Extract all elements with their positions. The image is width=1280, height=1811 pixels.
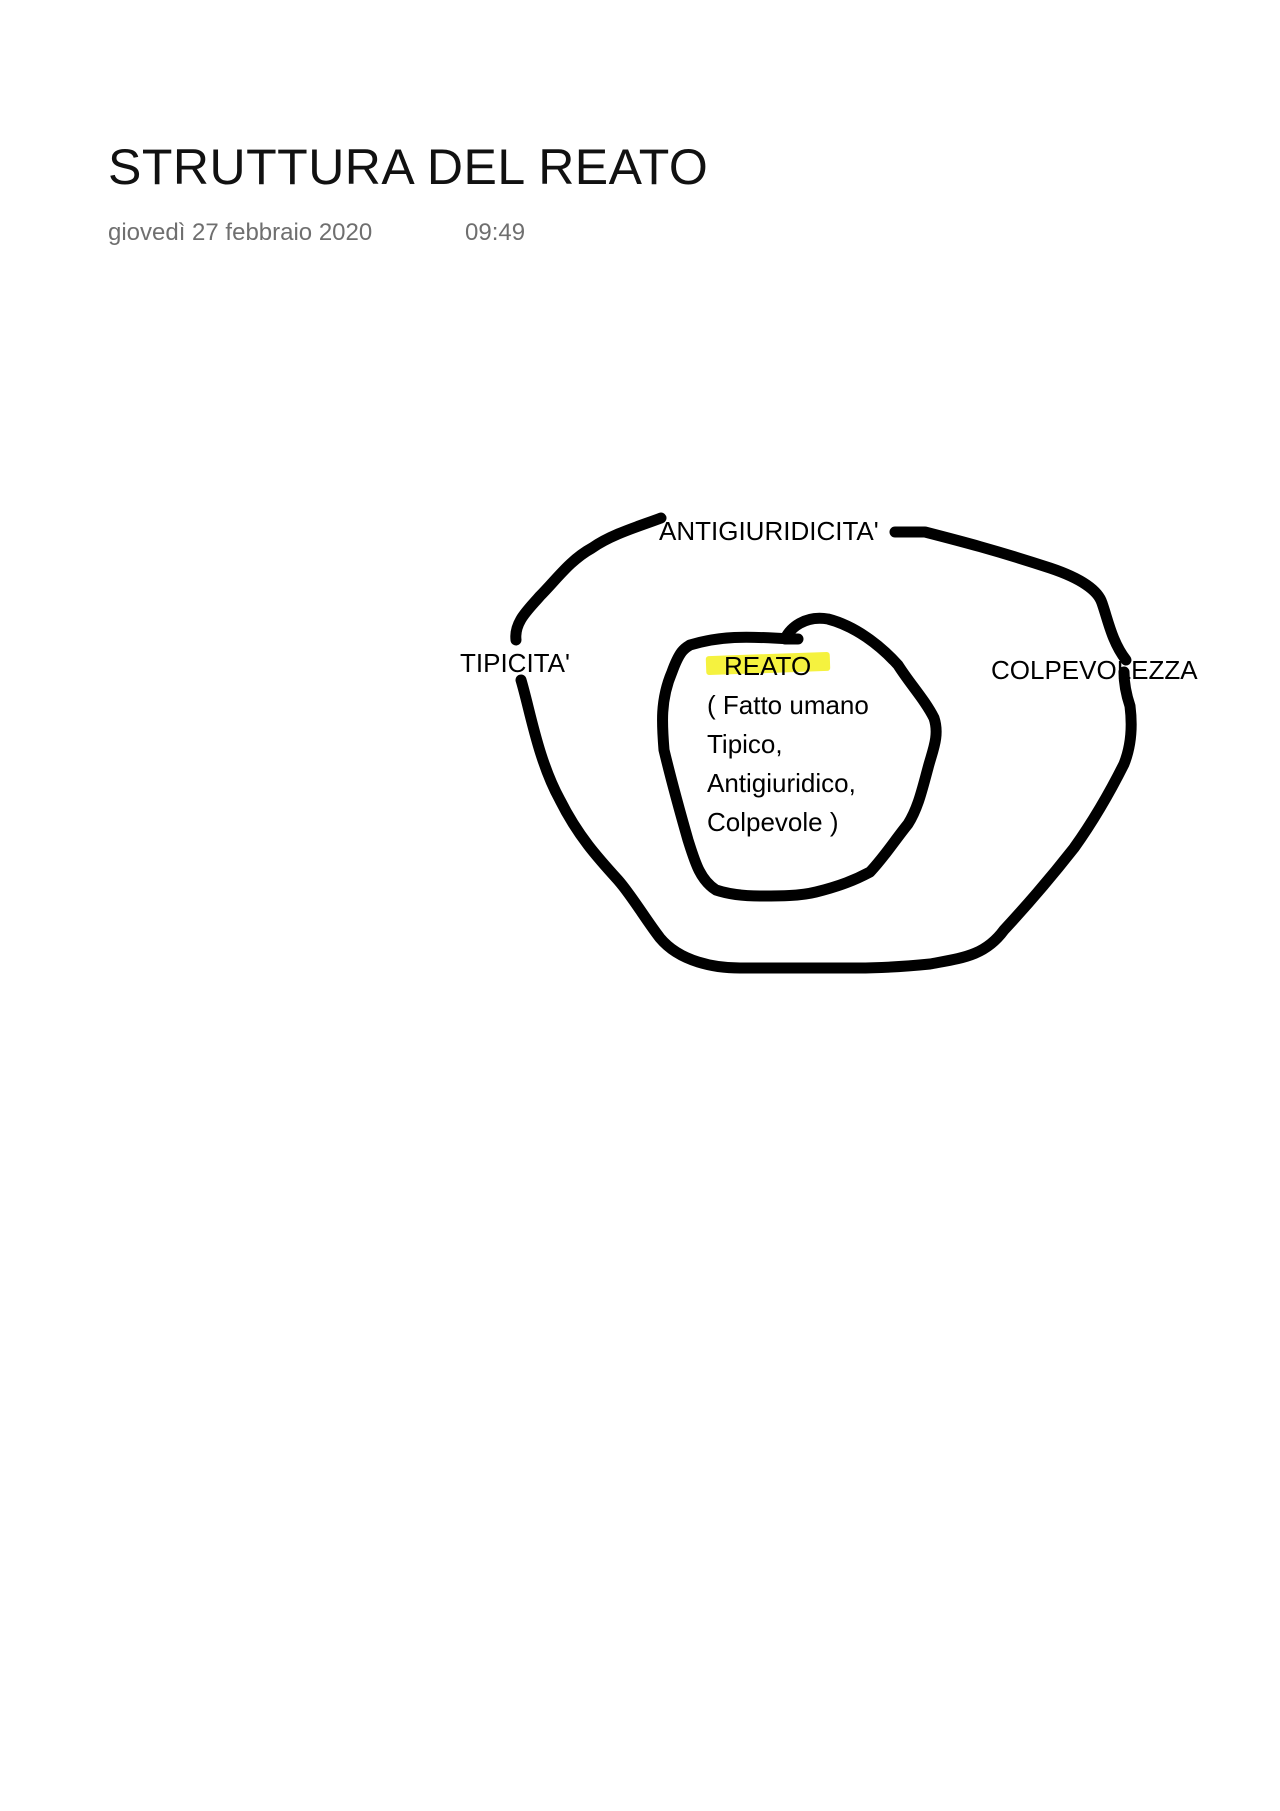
label-antigiuridicita: ANTIGIURIDICITA': [659, 516, 879, 546]
label-tipicita: TIPICITA': [460, 648, 570, 678]
note-date: giovedì 27 febbraio 2020: [108, 219, 373, 246]
definition-line: Antigiuridico,: [707, 768, 856, 798]
definition-line: ( Fatto umano: [707, 690, 869, 720]
inner-ring: [657, 612, 942, 902]
outer-ring-segment-bottom: [515, 666, 1137, 974]
label-colpevolezza: COLPEVOLEZZA: [991, 655, 1198, 685]
definition-line: Tipico,: [707, 729, 783, 759]
center-title-reato: REATO: [724, 651, 812, 681]
note-time: 09:49: [465, 219, 526, 246]
center-definition: ( Fatto umano Tipico, Antigiuridico, Col…: [707, 686, 869, 842]
outer-ring-segment-top-right: [889, 526, 1132, 666]
outer-ring-segment-top-left: [510, 512, 667, 646]
definition-line: Colpevole ): [707, 807, 839, 837]
page-title: STRUTTURA DEL REATO: [108, 139, 709, 195]
